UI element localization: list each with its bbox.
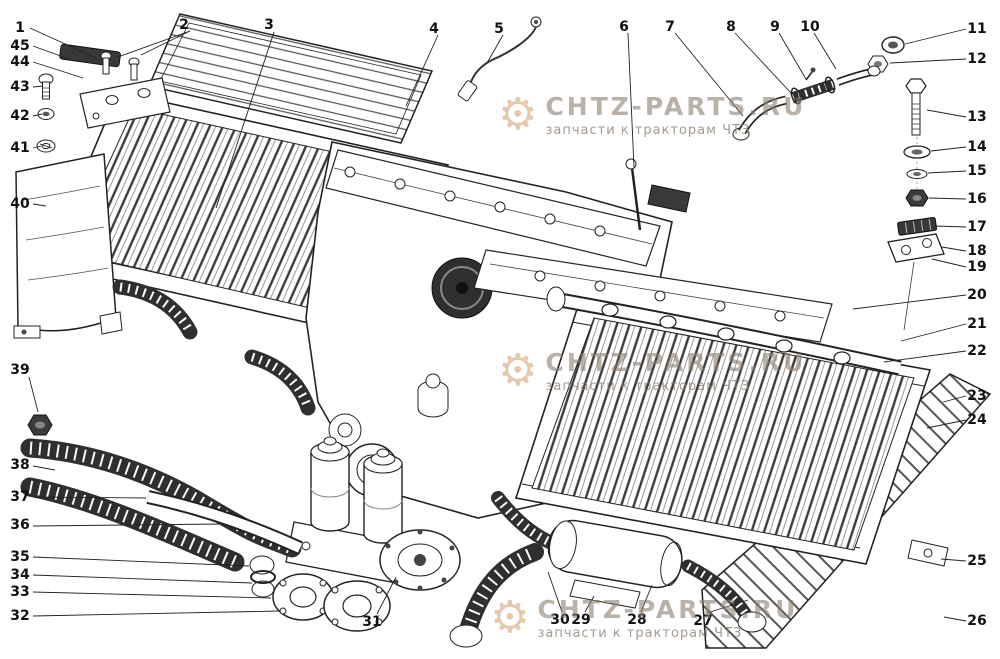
callout-29: 29 [571,612,591,628]
callout-24: 24 [967,412,987,428]
oil-cooler [449,491,767,648]
callout-27: 27 [693,613,713,629]
callout-11: 11 [967,21,987,37]
callout-8: 8 [726,19,736,35]
left-hoses [20,279,316,572]
callout-31: 31 [362,614,382,630]
callout-20: 20 [967,287,987,303]
callout-38: 38 [10,457,30,473]
shutter-panel [147,13,434,144]
callout-16: 16 [967,191,987,207]
callout-4: 4 [429,21,439,37]
callout-44: 44 [10,54,30,70]
leader-lines [28,27,967,622]
callout-36: 36 [10,517,30,533]
union-nut [27,414,53,436]
callout-15: 15 [967,163,987,179]
callout-23: 23 [967,388,987,404]
callout-22: 22 [967,343,987,359]
right-fasteners [867,36,945,331]
callout-21: 21 [967,316,987,332]
callout-33: 33 [10,584,30,600]
callout-39: 39 [10,362,30,378]
callout-43: 43 [10,79,30,95]
side-duct-panel [13,153,123,339]
callout-12: 12 [967,51,987,67]
callout-7: 7 [665,19,675,35]
callout-26: 26 [967,613,987,629]
callout-19: 19 [967,259,987,275]
top-fittings [457,16,881,141]
callout-1: 1 [15,20,25,36]
callout-41: 41 [10,140,30,156]
water-manifold [546,286,902,376]
callout-5: 5 [494,21,504,37]
callout-17: 17 [967,219,987,235]
callout-9: 9 [770,19,780,35]
callout-45: 45 [10,38,30,54]
callout-37: 37 [10,489,30,505]
callout-28: 28 [627,612,647,628]
callout-34: 34 [10,567,30,583]
oil-filters [285,436,421,587]
callout-40: 40 [10,196,30,212]
callout-13: 13 [967,109,987,125]
callout-14: 14 [967,139,987,155]
flanges [249,529,461,632]
callout-25: 25 [967,553,987,569]
callout-3: 3 [264,17,274,33]
callout-35: 35 [10,549,30,565]
callout-30: 30 [550,612,570,628]
callout-32: 32 [10,608,30,624]
callout-10: 10 [800,19,820,35]
radiator-core-right [514,305,949,567]
callout-2: 2 [179,17,189,33]
left-fasteners [36,43,171,153]
callout-6: 6 [619,19,629,35]
callout-18: 18 [967,243,987,259]
callout-42: 42 [10,108,30,124]
